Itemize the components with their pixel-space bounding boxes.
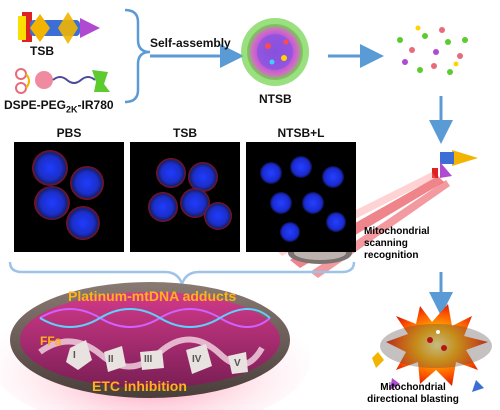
mitochondrion-large-icon <box>10 282 290 398</box>
cell <box>156 158 186 188</box>
panel-title-pbs: PBS <box>56 126 82 140</box>
disassembled-particles-icon <box>397 25 468 75</box>
targeting-molecule-icon <box>432 150 478 178</box>
cell <box>322 166 344 188</box>
cell <box>70 166 104 200</box>
cell <box>290 156 312 178</box>
cell <box>204 202 232 230</box>
mito-scan-line2: scanning <box>364 238 408 249</box>
mito-blast-label: Mitochondrial directional blasting <box>358 382 468 406</box>
mito-scan-line1: Mitochondrial <box>364 226 430 237</box>
cell <box>302 192 324 214</box>
self-assembly-label: Self-assembly <box>150 36 231 50</box>
cell <box>188 162 218 192</box>
ntsb-label: NTSB <box>259 92 292 106</box>
cell <box>32 150 68 186</box>
panel-title-ntsb-l: NTSB+L <box>277 126 325 140</box>
mito-blast-line2: directional blasting <box>367 394 459 405</box>
cell <box>66 206 100 240</box>
complex-iv-label: IV <box>192 354 202 365</box>
microscopy-panel-ntsb-l <box>246 142 356 252</box>
microscopy-panel-tsb <box>130 142 240 252</box>
dspe-label-suffix: -IR780 <box>77 98 114 112</box>
tsb-label: TSB <box>30 44 54 58</box>
cell <box>148 192 178 222</box>
tsb-molecule-icon <box>18 12 100 44</box>
top-brace <box>124 8 151 104</box>
blast-icon <box>372 304 492 392</box>
ffa-label: FFa <box>40 334 62 348</box>
cell <box>34 186 70 220</box>
cell <box>270 192 292 214</box>
complex-ii-label: II <box>108 354 114 365</box>
dspe-label: DSPE-PEG2K-IR780 <box>4 98 114 114</box>
mito-blast-line1: Mitochondrial <box>380 382 446 393</box>
complex-i-label: I <box>73 350 76 361</box>
mito-scan-line3: recognition <box>364 250 419 261</box>
ntsb-nanoparticle-icon <box>241 18 309 86</box>
dspe-label-prefix: DSPE-PEG <box>4 98 67 112</box>
etc-label: ETC inhibition <box>92 378 187 394</box>
dspe-label-subscript: 2K <box>66 104 78 115</box>
complex-v-label: V <box>234 358 241 369</box>
microscopy-panel-pbs <box>14 142 124 252</box>
cell <box>326 212 346 232</box>
mito-scan-label: Mitochondrial scanning recognition <box>364 226 430 262</box>
complex-iii-label: III <box>144 354 153 365</box>
dspe-peg-ir780-icon <box>15 68 110 94</box>
cell <box>260 162 282 184</box>
cell <box>280 222 300 242</box>
adducts-label: Platinum-mtDNA adducts <box>68 288 237 304</box>
panel-title-tsb: TSB <box>173 126 197 140</box>
